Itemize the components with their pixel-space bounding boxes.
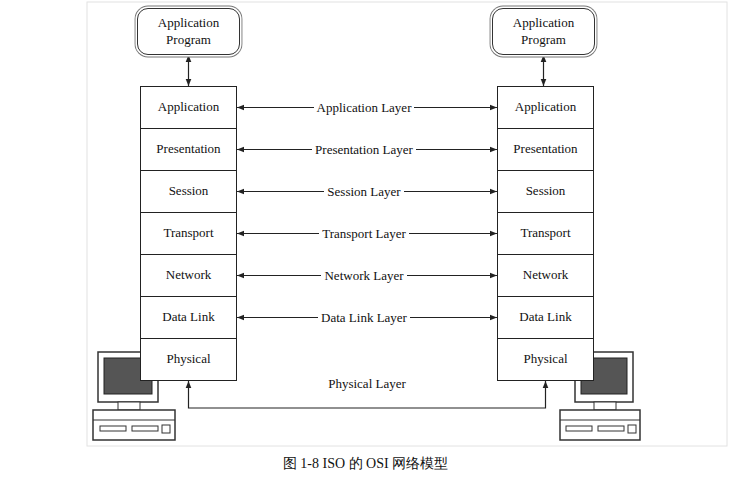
box-label: Application [158, 99, 219, 115]
layer-label: Data Link Layer [318, 310, 410, 326]
layer-box: Network [140, 254, 237, 297]
layer-label: Network Layer [321, 268, 406, 284]
connector-arrow [543, 55, 544, 86]
layer-box: Physical [140, 338, 237, 381]
box-label: Network [166, 267, 212, 283]
box-label: Transport [520, 225, 570, 241]
layer-box: Application [497, 86, 594, 129]
layer-box: Presentation [140, 128, 237, 171]
layer-box: Presentation [497, 128, 594, 171]
figure-caption: 图 1-8 ISO 的 OSI 网络模型 [0, 455, 731, 473]
box-label: Presentation [513, 141, 577, 157]
box-label: Application [515, 99, 576, 115]
layer-box: Application [140, 86, 237, 129]
box-label: Session [169, 183, 209, 199]
box-label: Session [526, 183, 566, 199]
layer-box: Transport [140, 212, 237, 255]
box-label: Data Link [519, 309, 571, 325]
layer-box: Transport [497, 212, 594, 255]
layer-label: Session Layer [324, 184, 403, 200]
layer-label: Application Layer [314, 100, 415, 116]
layer-label: Presentation Layer [312, 142, 416, 158]
box-label: Data Link [162, 309, 214, 325]
layer-label: Physical Layer [325, 376, 409, 392]
layer-label: Transport Layer [319, 226, 409, 242]
program-box: Application Program [492, 8, 595, 55]
program-box: Application Program [137, 8, 240, 55]
layer-box: Session [497, 170, 594, 213]
layer-box: Data Link [140, 296, 237, 339]
box-label: Application Program [138, 15, 239, 48]
layer-box: Session [140, 170, 237, 213]
box-label: Network [523, 267, 569, 283]
box-label: Transport [163, 225, 213, 241]
layer-box: Physical [497, 338, 594, 381]
box-label: Presentation [156, 141, 220, 157]
box-label: Physical [523, 351, 567, 367]
box-label: Application Program [493, 15, 594, 48]
layer-box: Network [497, 254, 594, 297]
box-label: Physical [166, 351, 210, 367]
layer-box: Data Link [497, 296, 594, 339]
connector-arrow [188, 55, 189, 86]
frame [87, 2, 727, 446]
